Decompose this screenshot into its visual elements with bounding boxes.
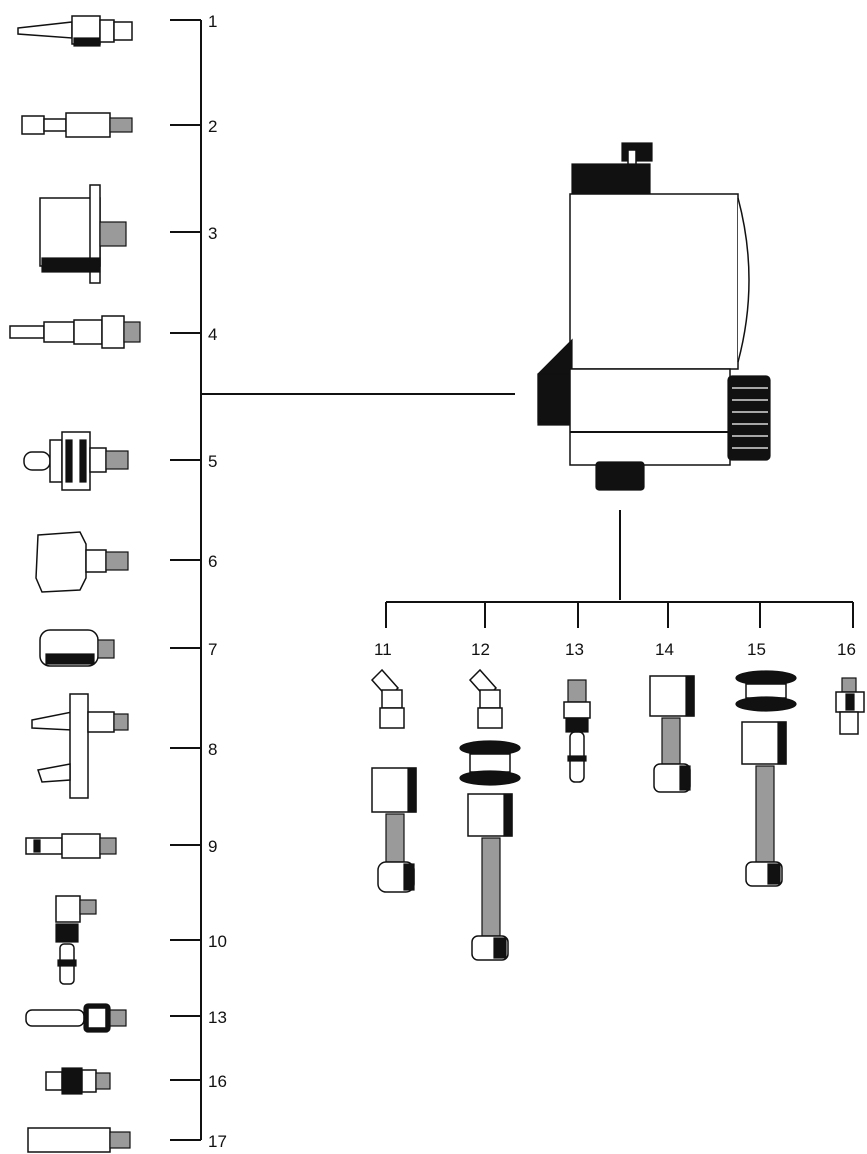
- part-6-icon: [36, 532, 128, 592]
- part-5-icon: [24, 432, 128, 490]
- label-left-13: 13: [208, 1008, 227, 1027]
- label-left-17: 17: [208, 1132, 227, 1151]
- part-2-icon: [22, 113, 132, 137]
- label-left-6: 6: [208, 552, 217, 571]
- label-right-14: 14: [655, 640, 674, 659]
- label-left-8: 8: [208, 740, 217, 759]
- label-right-12: 12: [471, 640, 490, 659]
- label-left-5: 5: [208, 452, 217, 471]
- label-left-2: 2: [208, 117, 217, 136]
- part-7-icon: [40, 630, 114, 666]
- left-labels: 1 2 3 4 5 6 7 8 9 10 13 16 17: [208, 12, 227, 1151]
- part-16-left-icon: [46, 1068, 110, 1094]
- label-right-16: 16: [837, 640, 856, 659]
- regulator-body-icon: [538, 143, 770, 490]
- label-left-4: 4: [208, 325, 217, 344]
- label-left-16: 16: [208, 1072, 227, 1091]
- part-11-icon: [372, 670, 416, 892]
- label-left-10: 10: [208, 932, 227, 951]
- part-17-icon: [28, 1128, 130, 1152]
- label-left-3: 3: [208, 224, 217, 243]
- label-right-13: 13: [565, 640, 584, 659]
- part-8-icon: [32, 694, 128, 798]
- part-15-icon: [736, 671, 796, 886]
- label-left-7: 7: [208, 640, 217, 659]
- label-right-15: 15: [747, 640, 766, 659]
- label-right-11: 11: [374, 640, 392, 659]
- part-4-icon: [10, 316, 140, 348]
- label-left-1: 1: [208, 12, 217, 31]
- right-labels: 11 12 13 14 15 16: [374, 640, 856, 659]
- part-13-left-icon: [26, 1004, 126, 1032]
- part-10-icon: [56, 896, 96, 984]
- part-3-icon: [40, 185, 126, 283]
- part-1-icon: [18, 16, 132, 46]
- part-16-right-icon: [836, 678, 864, 734]
- label-left-9: 9: [208, 837, 217, 856]
- part-9-icon: [26, 834, 116, 858]
- part-12-icon: [460, 670, 520, 960]
- connector-lines: [170, 20, 853, 1140]
- part-14-icon: [650, 676, 694, 792]
- part-13-right-icon: [564, 680, 590, 782]
